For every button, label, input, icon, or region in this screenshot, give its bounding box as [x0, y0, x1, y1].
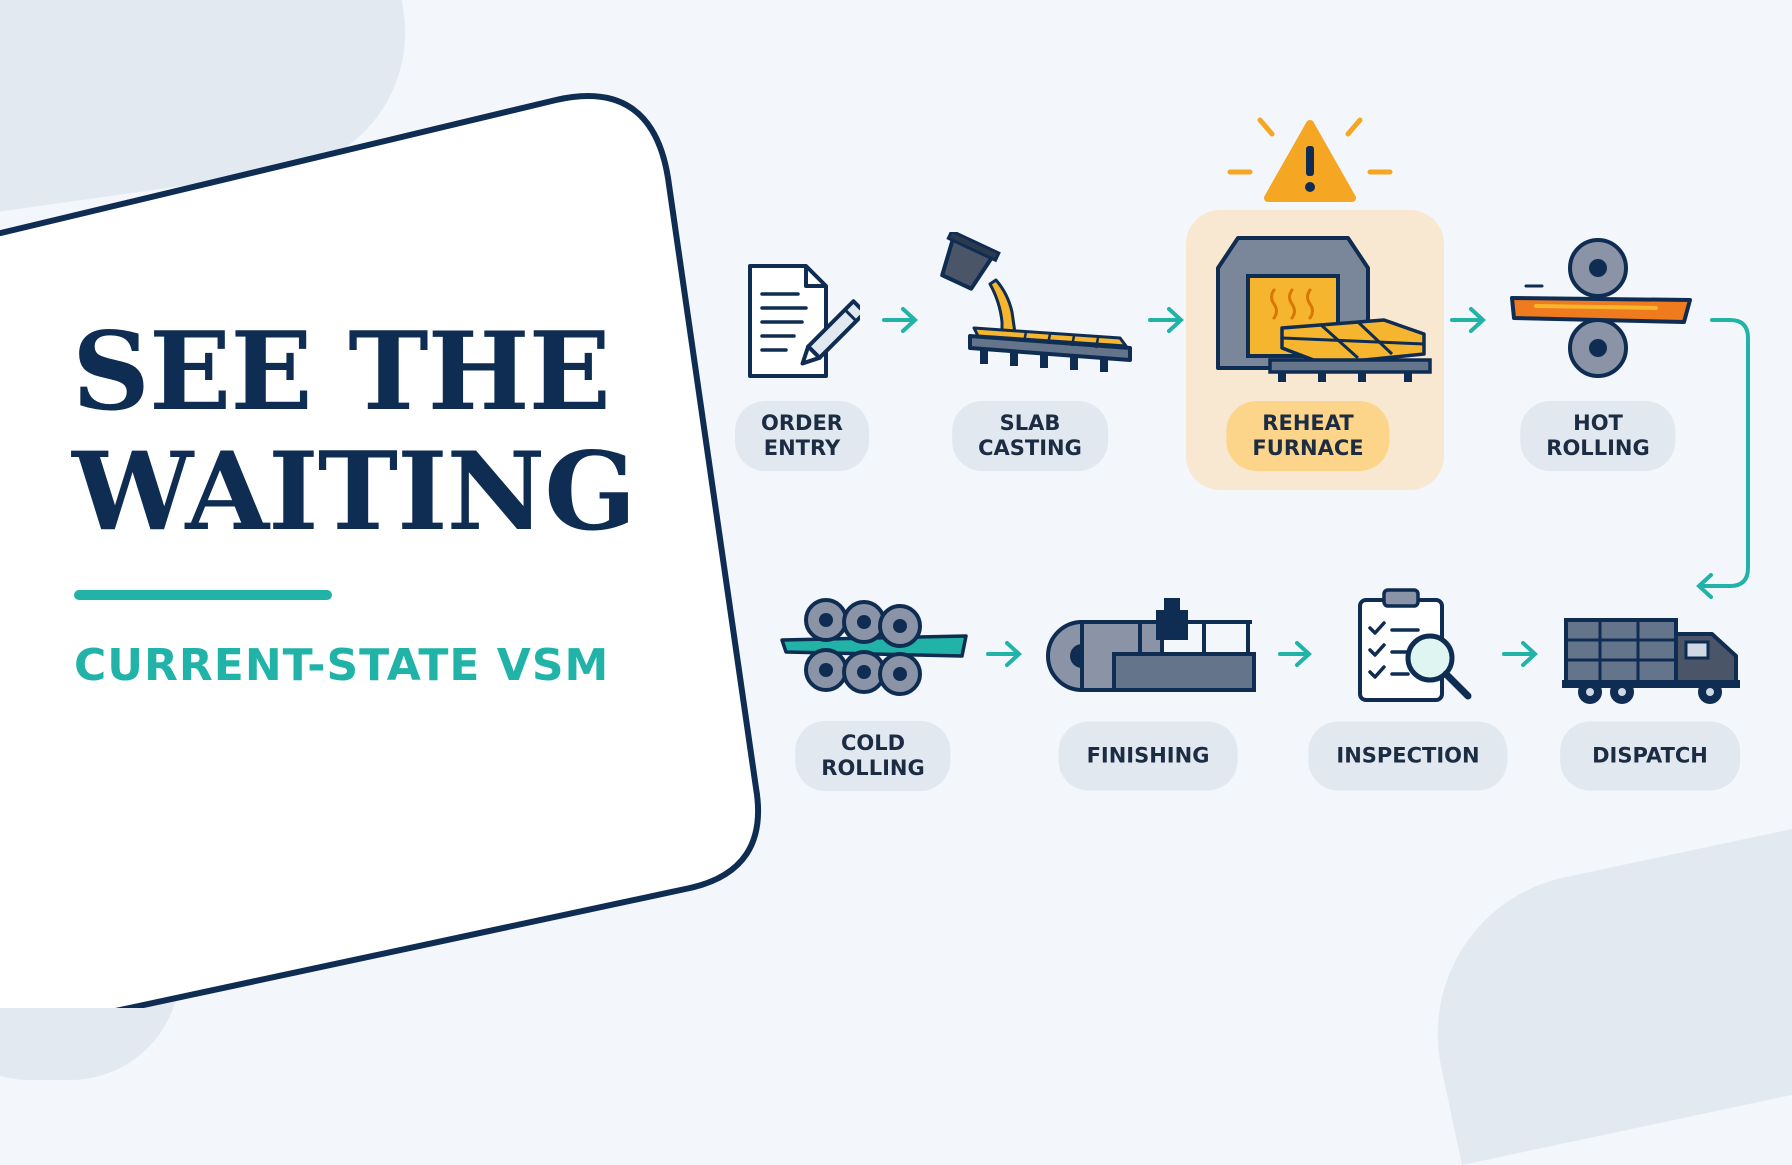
order-document-pencil-icon [748, 264, 860, 378]
hero-accent-rule [74, 590, 332, 600]
clipboard-magnifier-icon [1358, 588, 1472, 702]
ladle-pouring-caster-icon [940, 232, 1132, 372]
stage-label-order-entry: ORDER ENTRY [735, 401, 869, 471]
furnace-slabs-icon [1216, 236, 1432, 382]
coil-stack-icon [780, 598, 968, 696]
stage-label-finishing: FINISHING [1058, 721, 1238, 791]
stage-label-reheat-furnace: REHEAT FURNACE [1226, 401, 1390, 471]
hero-title-line-1: SEE THE [72, 309, 611, 435]
stage-label-dispatch: DISPATCH [1560, 721, 1740, 791]
hero-title-line-2: WAITING [72, 429, 637, 555]
stage-label-cold-rolling: COLD ROLLING [795, 721, 951, 791]
stage-label-hot-rolling: HOT ROLLING [1520, 401, 1676, 471]
truck-icon [1562, 618, 1740, 704]
hero-card [0, 93, 762, 1008]
hero-subtitle: CURRENT-STATE VSM [74, 640, 610, 691]
hot-rolling-mill-icon [1510, 238, 1692, 378]
finishing-line-icon [1046, 598, 1256, 692]
hero-title: SEE THE WAITING [72, 309, 637, 555]
stage-label-inspection: INSPECTION [1308, 721, 1508, 791]
warning-triangle-icon [1227, 117, 1393, 202]
stage-label-slab-casting: SLAB CASTING [952, 401, 1108, 471]
